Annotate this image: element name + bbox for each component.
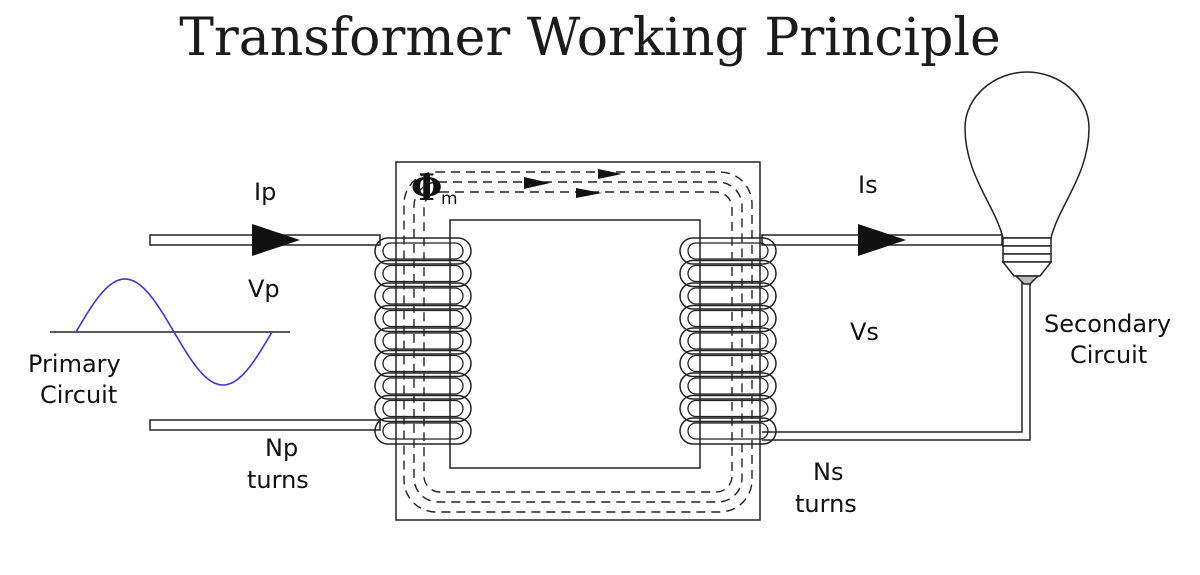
core-outer — [395, 161, 761, 521]
core-window — [449, 219, 701, 469]
label-primary-circuit-2: Circuit — [40, 381, 117, 409]
primary-coil-turn — [374, 372, 472, 400]
label-secondary-circuit-1: Secondary — [1044, 310, 1171, 338]
primary-coil-turn — [374, 259, 472, 288]
label-np: Np — [265, 434, 298, 462]
primary-coil-turn — [374, 282, 472, 310]
primary-coil-turn-inner — [382, 354, 464, 373]
label-primary-circuit-1: Primary — [28, 350, 121, 378]
secondary-coil-turn — [679, 372, 777, 400]
primary-coil-turn-inner — [382, 422, 464, 440]
primary-coil-turn-inner — [382, 264, 464, 283]
label-vp: Vp — [248, 275, 280, 303]
primary-coil-turn-inner — [382, 332, 464, 350]
label-vs: Vs — [850, 318, 879, 346]
flux-arrows — [524, 169, 622, 198]
secondary-coil-turn-inner — [687, 287, 769, 305]
secondary-coil-turn — [679, 304, 777, 333]
sine-wave — [75, 278, 273, 386]
secondary-coil-turn-inner — [687, 422, 769, 440]
secondary-coil-turn-inner — [687, 309, 769, 328]
secondary-coil-turn-inner — [687, 399, 769, 418]
secondary-coil-turn — [679, 394, 777, 423]
primary-coil-turn-inner — [382, 377, 464, 395]
secondary-coil — [679, 237, 777, 445]
label-ns: Ns — [813, 458, 843, 486]
secondary-coil-turn-inner — [687, 242, 769, 260]
primary-coil-turn — [374, 327, 472, 355]
primary-coil-turn — [374, 417, 472, 445]
secondary-leads — [761, 234, 1031, 441]
secondary-coil-turn-inner — [687, 377, 769, 395]
flux-symbol: Φ — [411, 167, 442, 209]
primary-coil-turn-inner — [382, 242, 464, 260]
label-is: Is — [858, 171, 878, 199]
flux-subscript: m — [441, 189, 458, 209]
secondary-coil-turn-inner — [687, 354, 769, 373]
primary-coil-turn-inner — [382, 309, 464, 328]
primary-coil-turn-inner — [382, 399, 464, 418]
primary-coil — [374, 237, 472, 445]
primary-coil-turn — [374, 349, 472, 378]
primary-current-arrow — [252, 224, 300, 256]
secondary-coil-turn — [679, 349, 777, 378]
secondary-coil-turn — [679, 282, 777, 310]
page-title: Transformer Working Principle — [179, 8, 1001, 68]
primary-coil-turn — [374, 237, 472, 265]
label-ip: Ip — [254, 178, 276, 206]
secondary-coil-turn — [679, 237, 777, 265]
primary-coil-turn — [374, 394, 472, 423]
primary-coil-turn-inner — [382, 287, 464, 305]
secondary-coil-turn-inner — [687, 332, 769, 350]
secondary-coil-turn — [679, 259, 777, 288]
label-np-turns: turns — [247, 466, 309, 494]
label-ns-turns: turns — [795, 490, 857, 518]
primary-coil-turn — [374, 304, 472, 333]
secondary-coil-turn — [679, 327, 777, 355]
secondary-coil-turn-inner — [687, 264, 769, 283]
light-bulb-icon — [964, 71, 1090, 285]
label-secondary-circuit-2: Circuit — [1070, 341, 1147, 369]
secondary-current-arrow — [858, 224, 906, 256]
secondary-coil-turn — [679, 417, 777, 445]
